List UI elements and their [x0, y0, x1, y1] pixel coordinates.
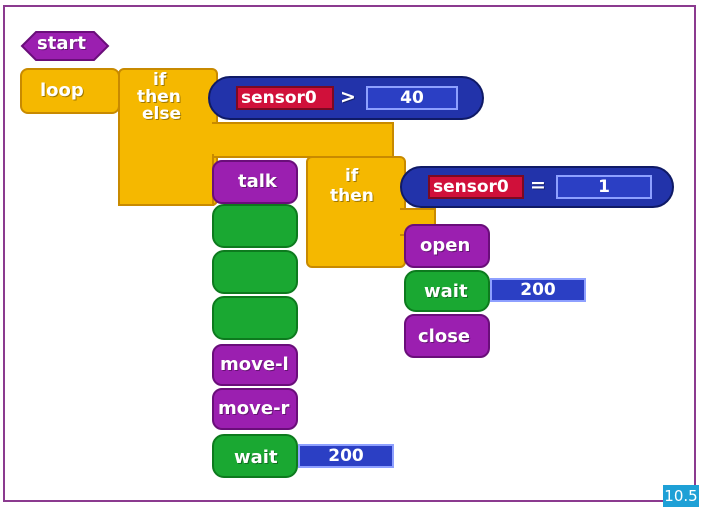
- talk-block[interactable]: [212, 160, 298, 204]
- sensor0-block[interactable]: sensor0: [236, 86, 334, 110]
- if-label: if: [153, 70, 167, 90]
- move-r-block[interactable]: [212, 388, 298, 430]
- close-block[interactable]: [404, 314, 490, 358]
- threshold-40-field[interactable]: 40: [366, 86, 458, 110]
- empty-block-2[interactable]: [212, 250, 298, 294]
- equals-1-field[interactable]: 1: [556, 175, 652, 199]
- wait-block-1[interactable]: [404, 270, 490, 312]
- talk-label: talk: [238, 171, 277, 192]
- empty-block-1[interactable]: [212, 204, 298, 248]
- wait-2-value-field[interactable]: 200: [298, 444, 394, 468]
- if-then-else-arm: [212, 122, 394, 158]
- loop-block[interactable]: [20, 68, 120, 114]
- inner-then-label: then: [330, 186, 374, 206]
- if-then-else-tail: [118, 154, 214, 206]
- else-label: else: [142, 104, 182, 124]
- wait-1-value-field[interactable]: 200: [490, 278, 586, 302]
- figure-frame: [3, 5, 696, 502]
- sensor0-block-2[interactable]: sensor0: [428, 175, 524, 199]
- inner-if-label: if: [345, 166, 359, 186]
- figure-number-badge: 10.5: [663, 485, 699, 507]
- start-block[interactable]: [20, 28, 110, 64]
- start-label: start: [37, 33, 86, 54]
- loop-label: loop: [40, 80, 84, 101]
- close-label: close: [418, 326, 471, 347]
- move-l-label: move-l: [220, 354, 289, 375]
- then-label: then: [137, 87, 181, 107]
- open-label: open: [420, 235, 471, 256]
- greater-than-operator: >: [340, 86, 356, 108]
- move-l-block[interactable]: [212, 344, 298, 386]
- equals-operator: =: [530, 174, 546, 196]
- move-r-label: move-r: [218, 398, 290, 419]
- open-block[interactable]: [404, 224, 490, 268]
- wait-2-label: wait: [234, 447, 278, 468]
- empty-block-3[interactable]: [212, 296, 298, 340]
- wait-1-label: wait: [424, 281, 468, 302]
- wait-block-2[interactable]: [212, 434, 298, 478]
